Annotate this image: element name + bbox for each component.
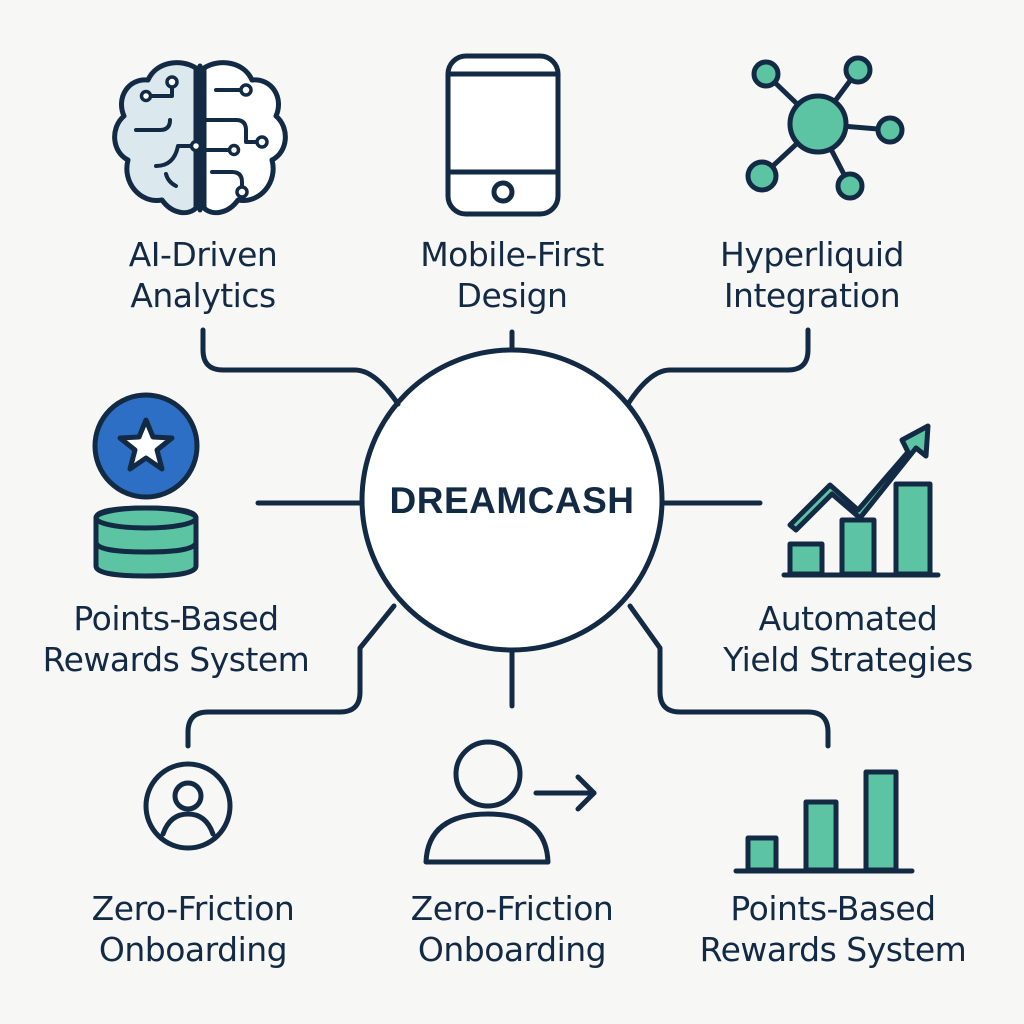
star-coin-stack-icon — [92, 392, 200, 579]
label-onboarding-left: Zero-Friction Onboarding — [60, 888, 326, 970]
smartphone-icon — [445, 53, 561, 217]
label-line: Rewards System — [699, 930, 967, 969]
label-line: Rewards System — [42, 640, 310, 679]
connector-ai-analytics — [200, 327, 401, 407]
label-line: Zero-Friction — [410, 889, 614, 928]
label-points-rewards-bottom: Points-Based Rewards System — [668, 888, 998, 970]
label-line: Onboarding — [417, 930, 607, 969]
connector-hyperliquid — [625, 327, 811, 407]
label-line: Integration — [723, 276, 901, 315]
connector-onboarding-left — [185, 603, 397, 749]
connector-points-rewards-bottom — [627, 603, 831, 749]
label-line: Points-Based — [73, 599, 279, 638]
network-hub-icon — [745, 55, 905, 201]
label-points-rewards-left: Points-Based Rewards System — [20, 598, 332, 680]
label-line: Zero-Friction — [91, 889, 295, 928]
growth-chart-icon — [781, 423, 941, 578]
label-line: Automated — [758, 599, 938, 638]
label-line: Mobile-First — [420, 235, 604, 274]
label-mobile-first: Mobile-First Design — [376, 234, 648, 316]
label-line: Onboarding — [98, 930, 288, 969]
user-circle-icon — [143, 761, 233, 851]
label-onboarding-middle: Zero-Friction Onboarding — [378, 888, 646, 970]
label-line: Yield Strategies — [723, 640, 973, 679]
label-automated-yield: Automated Yield Strategies — [692, 598, 1004, 680]
label-line: Hyperliquid — [720, 235, 904, 274]
label-line: Points-Based — [730, 889, 936, 928]
center-label: DREAMCASH — [389, 480, 635, 521]
brain-circuit-icon — [112, 60, 288, 216]
bar-chart-icon — [733, 769, 915, 874]
label-line: Analytics — [130, 276, 276, 315]
label-ai-analytics: AI-Driven Analytics — [70, 234, 336, 316]
user-arrow-icon — [423, 739, 597, 865]
label-hyperliquid: Hyperliquid Integration — [680, 234, 944, 316]
label-line: Design — [456, 276, 568, 315]
label-line: AI-Driven — [128, 235, 278, 274]
